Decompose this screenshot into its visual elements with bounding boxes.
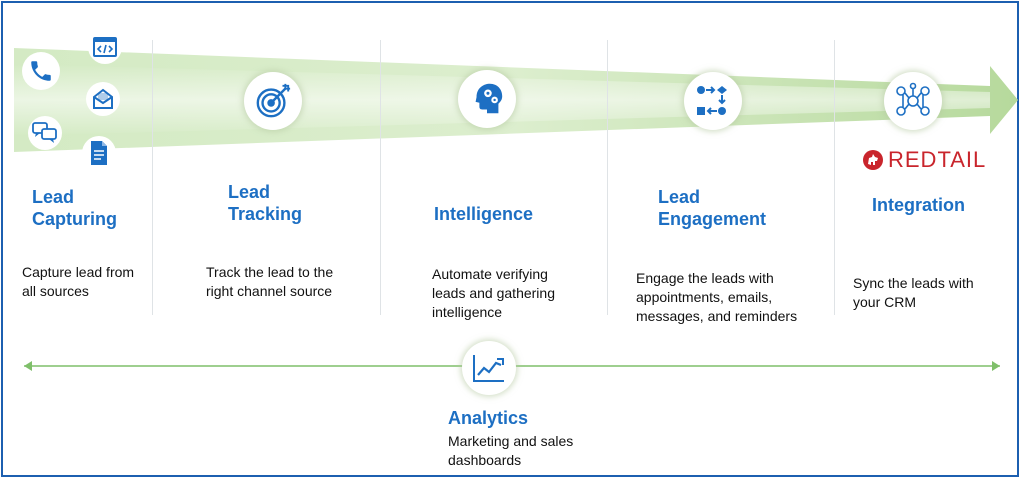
network-people-icon <box>884 72 942 130</box>
phone-icon <box>22 52 60 90</box>
timeline-left-arrowhead <box>24 361 32 371</box>
workflow-icon <box>684 72 742 130</box>
timeline-right-arrowhead <box>992 361 1000 371</box>
document-icon <box>82 136 116 170</box>
trend-chart-icon <box>462 341 516 395</box>
analytics-title: Analytics <box>448 408 529 428</box>
chat-bubbles-icon <box>28 116 62 150</box>
stage-title-intelligence: Intelligence <box>434 204 534 224</box>
column-divider <box>380 40 381 315</box>
column-divider <box>834 40 835 315</box>
target-icon <box>244 72 302 130</box>
redtail-logo: REDTAIL <box>862 147 986 173</box>
redtail-dog-icon <box>863 150 883 170</box>
column-divider <box>607 40 608 315</box>
envelope-icon <box>86 82 120 116</box>
column-divider <box>152 40 153 315</box>
redtail-wordmark: REDTAIL <box>888 147 987 172</box>
brain-gears-icon <box>458 70 516 128</box>
stage-title-integration: Integration <box>872 195 965 215</box>
code-window-icon <box>88 30 122 64</box>
